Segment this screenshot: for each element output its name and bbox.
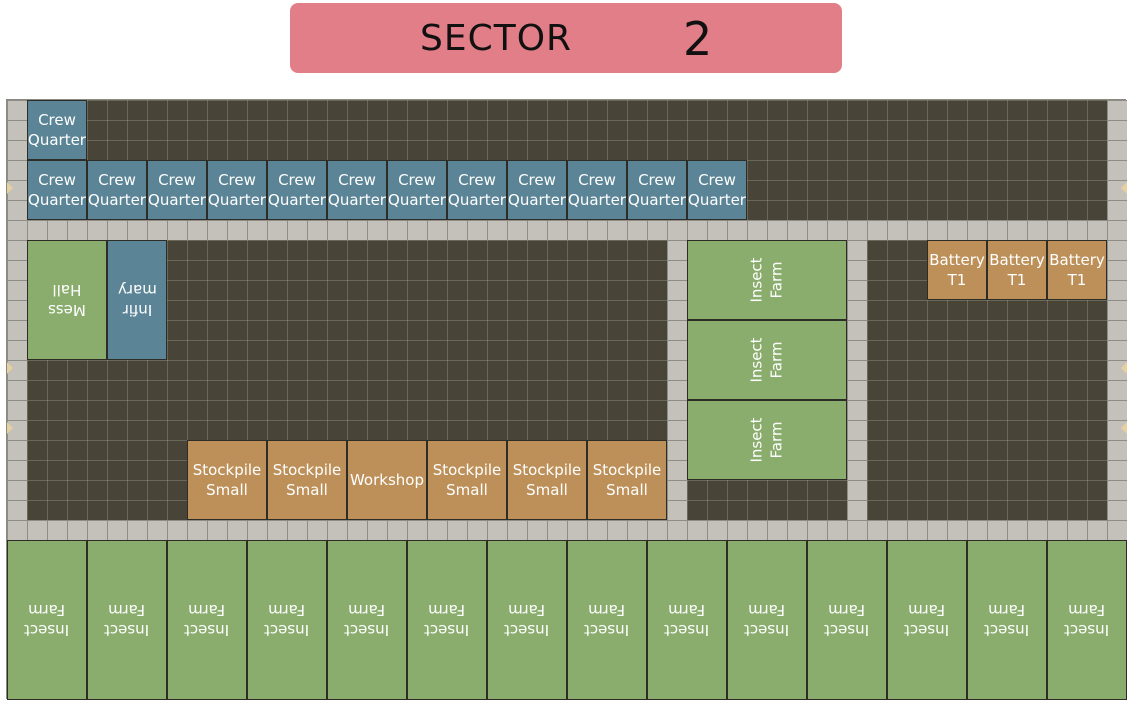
room-label: Crew Quarter — [568, 171, 626, 209]
room-label: Insect Farm — [747, 257, 786, 303]
base-map[interactable]: Crew Quarter Mess Hall Infir mary Insect… — [6, 99, 1127, 700]
room-label: Insect Farm — [744, 601, 790, 639]
room-label: Crew Quarter — [388, 171, 446, 209]
room-insect-farm[interactable]: Insect Farm — [167, 540, 247, 700]
room-crew-quarter[interactable]: Crew Quarter — [207, 160, 267, 220]
room-insect-farm[interactable]: Insect Farm — [887, 540, 967, 700]
room-stockpile-small[interactable]: Stockpile Small — [187, 440, 267, 520]
room-label: Crew Quarter — [508, 171, 566, 209]
room-crew-quarter[interactable]: Crew Quarter — [447, 160, 507, 220]
room-label: Infir mary — [117, 281, 157, 319]
room-insect-farm[interactable]: Insect Farm — [487, 540, 567, 700]
room-insect-farm[interactable]: Insect Farm — [247, 540, 327, 700]
room-crew-quarter[interactable]: Crew Quarter — [327, 160, 387, 220]
room-label: Crew Quarter — [688, 171, 746, 209]
room-crew-quarter[interactable]: Crew Quarter — [627, 160, 687, 220]
room-label: Stockpile Small — [432, 461, 502, 499]
room-label: Insect Farm — [184, 601, 230, 639]
room-insect-farm[interactable]: Insect Farm — [687, 240, 847, 320]
room-label: Crew Quarter — [328, 171, 386, 209]
sector-label: SECTOR — [420, 18, 573, 59]
room-label: Insect Farm — [344, 601, 390, 639]
room-label: Insect Farm — [904, 601, 950, 639]
room-label: Insect Farm — [1064, 601, 1110, 639]
room-insect-farm[interactable]: Insect Farm — [687, 400, 847, 480]
room-label: Insect Farm — [24, 601, 70, 639]
room-label: Crew Quarter — [148, 171, 206, 209]
door-marker-icon — [1121, 422, 1127, 434]
room-crew-quarter[interactable]: Crew Quarter — [27, 100, 87, 160]
room-label: Insect Farm — [104, 601, 150, 639]
sector-header: SECTOR 2 — [290, 3, 842, 73]
room-insect-farm[interactable]: Insect Farm — [7, 540, 87, 700]
room-insect-farm[interactable]: Insect Farm — [327, 540, 407, 700]
room-label: Crew Quarter — [88, 171, 146, 209]
room-crew-quarter[interactable]: Crew Quarter — [687, 160, 747, 220]
room-battery-t1[interactable]: Battery T1 — [1047, 240, 1107, 300]
room-insect-farm[interactable]: Insect Farm — [967, 540, 1047, 700]
door-marker-icon — [1121, 182, 1127, 194]
room-label: Insect Farm — [504, 601, 550, 639]
room-label: Crew Quarter — [28, 171, 86, 209]
room-label: Crew Quarter — [268, 171, 326, 209]
room-crew-quarter[interactable]: Crew Quarter — [567, 160, 627, 220]
room-label: Workshop — [349, 471, 424, 489]
sector-number: 2 — [683, 12, 713, 66]
corridor-bottom-horizontal — [7, 520, 1127, 540]
room-crew-quarter[interactable]: Crew Quarter — [507, 160, 567, 220]
room-label: Stockpile Small — [592, 461, 662, 499]
door-marker-icon — [7, 362, 13, 374]
corridor-right-edge — [1107, 100, 1127, 540]
room-label: Insect Farm — [824, 601, 870, 639]
room-insect-farm[interactable]: Insect Farm — [407, 540, 487, 700]
room-label: Battery T1 — [1049, 251, 1105, 289]
room-insect-farm[interactable]: Insect Farm — [1047, 540, 1127, 700]
room-insect-farm[interactable]: Insect Farm — [807, 540, 887, 700]
room-crew-quarter[interactable]: Crew Quarter — [387, 160, 447, 220]
room-insect-farm[interactable]: Insect Farm — [87, 540, 167, 700]
room-label: Insect Farm — [424, 601, 470, 639]
corridor-vertical-b — [847, 220, 867, 540]
room-mess-hall[interactable]: Mess Hall — [27, 240, 107, 360]
room-label: Stockpile Small — [272, 461, 342, 499]
room-label: Insect Farm — [984, 601, 1030, 639]
room-label: Insect Farm — [584, 601, 630, 639]
room-label: Crew Quarter — [628, 171, 686, 209]
door-marker-icon — [7, 422, 13, 434]
door-marker-icon — [7, 182, 13, 194]
room-label: Insect Farm — [264, 601, 310, 639]
room-stockpile-small[interactable]: Stockpile Small — [587, 440, 667, 520]
room-infirmary[interactable]: Infir mary — [107, 240, 167, 360]
room-label: Insect Farm — [747, 417, 786, 463]
corridor-left-edge — [7, 100, 27, 540]
room-label: Stockpile Small — [512, 461, 582, 499]
room-stockpile-small[interactable]: Stockpile Small — [507, 440, 587, 520]
room-stockpile-small[interactable]: Stockpile Small — [267, 440, 347, 520]
room-label: Insect Farm — [747, 337, 786, 383]
room-label: Crew Quarter — [28, 111, 86, 149]
room-insect-farm[interactable]: Insect Farm — [567, 540, 647, 700]
room-label: Insect Farm — [664, 601, 710, 639]
room-label: Battery T1 — [989, 251, 1045, 289]
room-crew-quarter[interactable]: Crew Quarter — [27, 160, 87, 220]
room-insect-farm[interactable]: Insect Farm — [647, 540, 727, 700]
room-label: Mess Hall — [48, 281, 86, 319]
room-crew-quarter[interactable]: Crew Quarter — [87, 160, 147, 220]
room-crew-quarter[interactable]: Crew Quarter — [147, 160, 207, 220]
room-battery-t1[interactable]: Battery T1 — [927, 240, 987, 300]
room-workshop[interactable]: Workshop — [347, 440, 427, 520]
room-label: Crew Quarter — [448, 171, 506, 209]
door-marker-icon — [1121, 362, 1127, 374]
room-stockpile-small[interactable]: Stockpile Small — [427, 440, 507, 520]
room-battery-t1[interactable]: Battery T1 — [987, 240, 1047, 300]
room-label: Stockpile Small — [192, 461, 262, 499]
corridor-mid-horizontal — [7, 220, 1127, 240]
room-label: Battery T1 — [929, 251, 985, 289]
corridor-vertical-a — [667, 220, 687, 540]
room-crew-quarter[interactable]: Crew Quarter — [267, 160, 327, 220]
room-label: Crew Quarter — [208, 171, 266, 209]
room-insect-farm[interactable]: Insect Farm — [687, 320, 847, 400]
room-insect-farm[interactable]: Insect Farm — [727, 540, 807, 700]
